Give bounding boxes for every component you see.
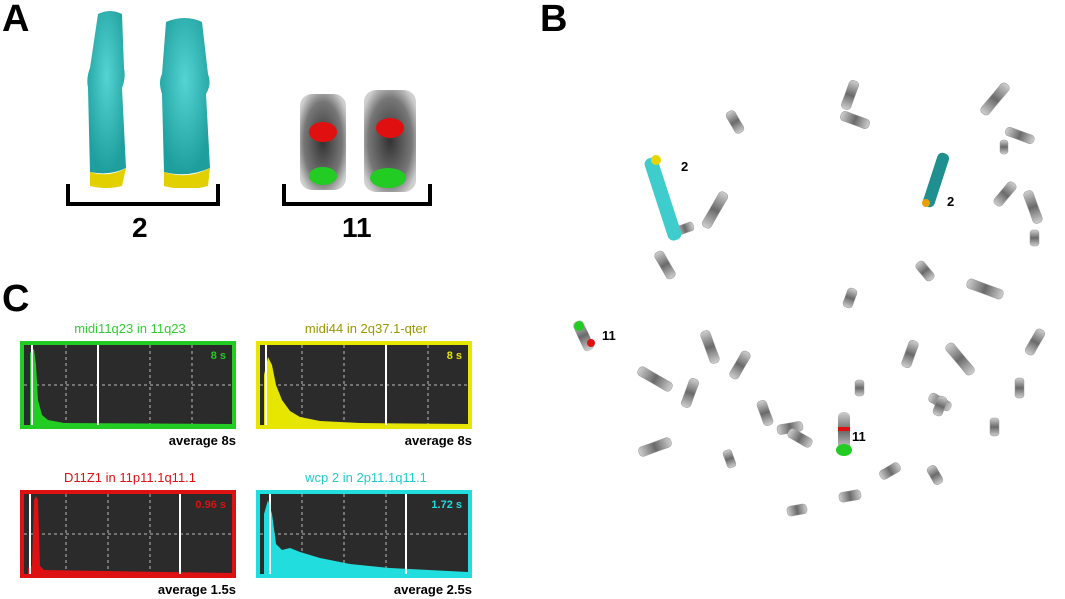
histogram-plot-1	[24, 345, 232, 425]
histogram-plot-2	[260, 345, 468, 425]
histogram-time-2: 8 s	[446, 350, 462, 362]
chromosome-11-label: 11	[342, 212, 372, 243]
spread-label-chr11-left: 11	[602, 328, 616, 343]
chromosome-2-bracket	[66, 184, 220, 206]
histogram-time-3: 0.96 s	[195, 499, 226, 511]
histogram-title-2: midi44 in 2q37.1-qter	[304, 321, 428, 336]
panel-label-a: A	[2, 0, 30, 40]
panel-label-b: B	[540, 0, 568, 40]
histogram-average-4: average 2.5s	[393, 582, 472, 597]
spread-label-chr2-right: 2	[947, 194, 955, 209]
histogram-title-4: wcp 2 in 2p11.1q11.1	[305, 470, 427, 485]
chromosome-2-label: 2	[132, 212, 148, 243]
metaphase-spread-image	[573, 80, 1046, 517]
histogram-average-1: average 8s	[168, 433, 236, 448]
histogram-panel-4: 1.72 s	[256, 490, 472, 578]
chromosome-11-bracket	[282, 184, 432, 206]
histogram-plot-3	[24, 494, 232, 574]
histogram-title-3: D11Z1 in 11p11.1q11.1	[63, 470, 197, 485]
chromosome-2-pair-image	[87, 11, 210, 188]
spread-label-chr2-left: 2	[681, 159, 689, 174]
histogram-title-1: midi11q23 in 11q23	[74, 321, 186, 336]
histogram-panel-1: 8 s	[20, 341, 236, 429]
histogram-panel-2: 8 s	[256, 341, 472, 429]
spread-label-chr11-right: 11	[852, 429, 866, 444]
histogram-time-4: 1.72 s	[431, 499, 462, 511]
panel-label-c: C	[2, 278, 30, 320]
histogram-plot-4	[260, 494, 468, 574]
histogram-average-3: average 1.5s	[157, 582, 236, 597]
histogram-time-1: 8 s	[210, 350, 226, 362]
chromosome-11-pair-image	[300, 90, 416, 192]
histogram-average-2: average 8s	[404, 433, 472, 448]
histogram-panel-3: 0.96 s	[20, 490, 236, 578]
